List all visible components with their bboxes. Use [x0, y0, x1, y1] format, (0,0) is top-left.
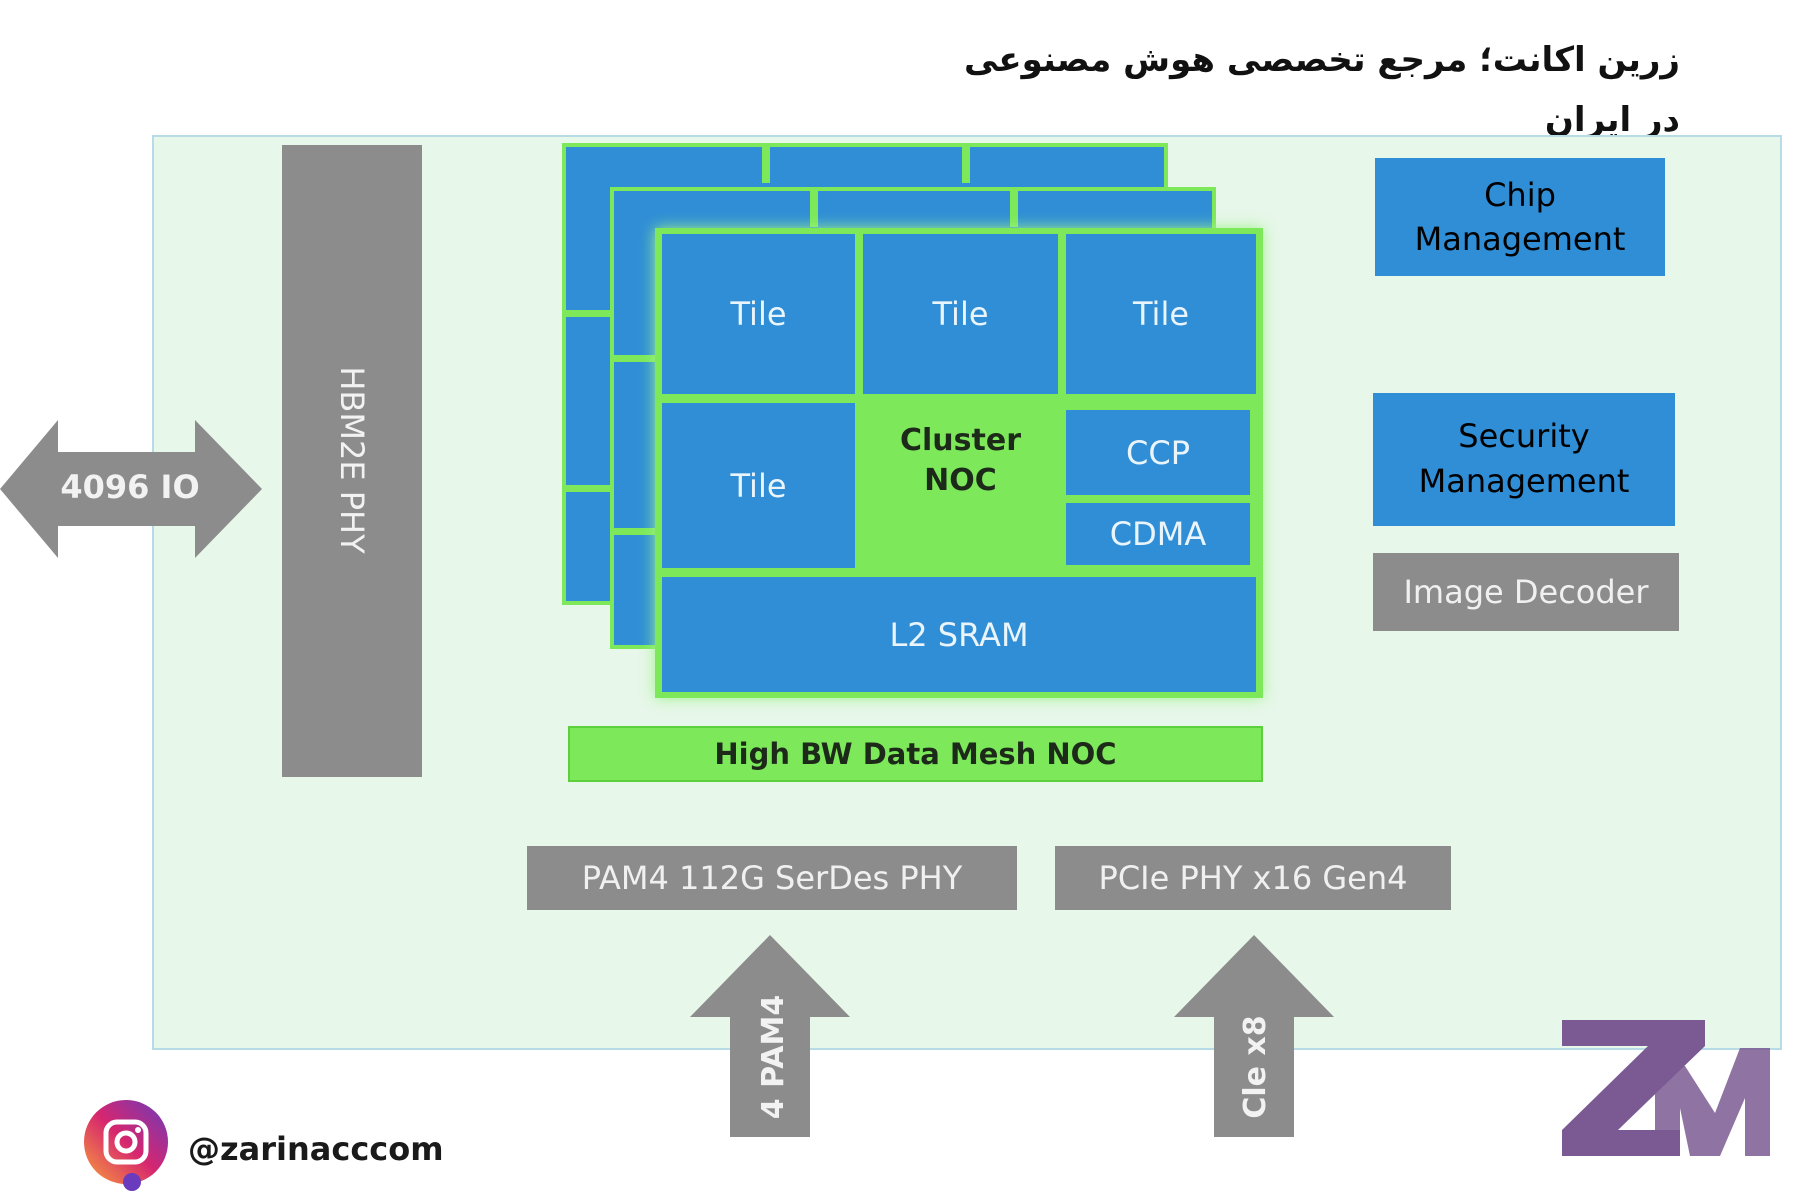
serdes-phy-block: PAM4 112G SerDes PHY: [527, 846, 1017, 910]
cdma-block: CDMA: [1066, 503, 1250, 565]
tile-block: Tile: [863, 234, 1058, 394]
tile-block: Tile: [662, 403, 855, 568]
io-arrow-label: 4096 IO: [60, 468, 200, 506]
ccp-block: CCP: [1066, 410, 1250, 495]
cluster-layer-divider: [562, 485, 610, 492]
pcie-up-arrow: [1174, 935, 1334, 1137]
tile-block: Tile: [1066, 234, 1256, 394]
hbm-phy-block: [282, 145, 422, 777]
hbm-phy-label: HBM2E PHY: [333, 366, 371, 554]
cluster-noc-label: NOC: [924, 462, 997, 498]
pcie-phy-block: PCIe PHY x16 Gen4: [1055, 846, 1451, 910]
cluster-layer-divider: [562, 310, 610, 317]
page-title: زرین اکانت؛ مرجع تخصصی هوش مصنوعی در ایر…: [963, 40, 1680, 140]
chip-management-label: Chip: [1484, 176, 1556, 214]
pam4-up-arrow: [690, 935, 850, 1137]
zm-logo: [1562, 1020, 1770, 1156]
cluster-layer-divider: [962, 143, 970, 183]
cluster-noc-label: Cluster: [900, 422, 1021, 458]
chip-management-block: [1375, 158, 1665, 276]
chip-management-label: Management: [1414, 220, 1626, 258]
security-management-label: Management: [1418, 462, 1630, 500]
mesh-noc-bar: High BW Data Mesh NOC: [568, 726, 1263, 782]
tile-block: Tile: [662, 234, 855, 394]
cluster-layer-divider: [1010, 187, 1018, 227]
cluster-noc-block: [863, 403, 1058, 568]
l2-sram-block: L2 SRAM: [662, 577, 1256, 692]
security-management-label: Security: [1458, 417, 1590, 455]
instagram-handle[interactable]: @zarinacccom: [188, 1130, 444, 1168]
pam4-arrow-label: 4 PAM4: [755, 994, 791, 1120]
cluster-layer-divider: [610, 528, 658, 535]
cluster-layer-divider: [610, 355, 658, 362]
pcie-arrow-label: Cle x8: [1237, 1015, 1273, 1119]
security-management-block: [1373, 393, 1675, 526]
cluster-layer-divider: [762, 143, 770, 183]
cluster-layer-divider: [810, 187, 818, 227]
image-decoder-block: Image Decoder: [1373, 553, 1679, 631]
io-double-arrow: [0, 420, 262, 558]
instagram-icon: [84, 1100, 168, 1191]
